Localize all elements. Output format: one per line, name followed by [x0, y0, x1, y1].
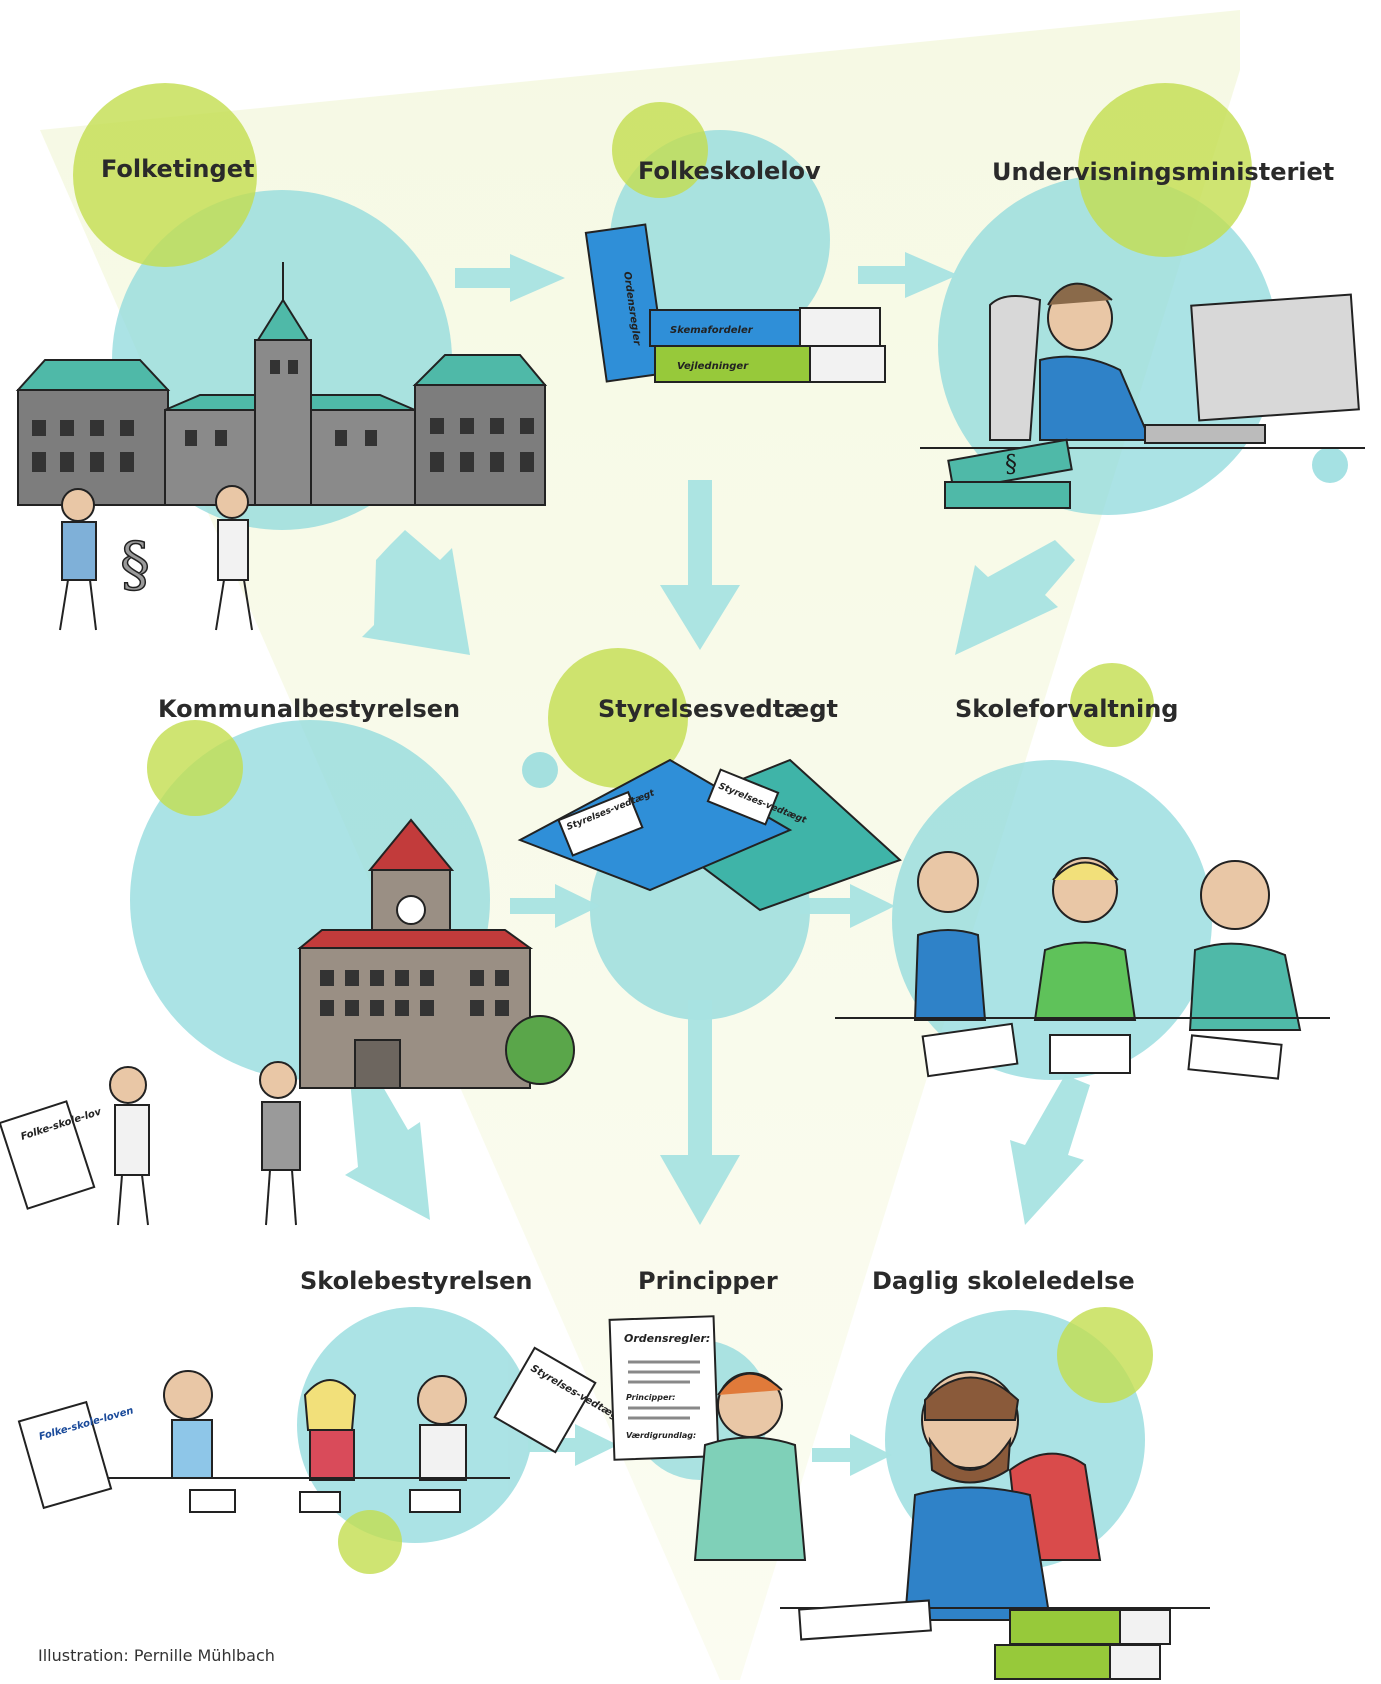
- administration-illustration: [835, 851, 1330, 1080]
- lime-circle-kommunalbestyrelsen: [147, 720, 243, 816]
- lime-circle-styrelsesvedtaegt: [548, 648, 688, 788]
- arrow-undervisningsministeriet-skoleforvaltning: [955, 540, 1075, 655]
- binder-label-vejledninger: Vejledninger: [677, 361, 749, 372]
- small-aqua-dot: [1312, 447, 1348, 483]
- node-circle-skoleforvaltning: [892, 760, 1212, 1080]
- arrow-styrelsesvedtaegt-principper: [660, 1000, 740, 1225]
- binders-illustration: [584, 223, 886, 383]
- poster-title: Ordensregler:: [624, 1332, 710, 1345]
- arrows: [345, 252, 1090, 1476]
- ministry-illustration: [920, 282, 1365, 509]
- booklets-illustration: [517, 758, 902, 912]
- node-label-kommunalbestyrelsen: Kommunalbestyrelsen: [158, 695, 461, 723]
- lime-circle-daglig-skoleledelse: [1057, 1307, 1153, 1403]
- arrow-kommunalbestyrelsen-styrelsesvedtaegt: [510, 884, 600, 928]
- lime-circle-folkeskolelov: [612, 102, 708, 198]
- arrow-folkeskolelov-styrelsesvedtaegt: [660, 480, 740, 650]
- arrow-skoleforvaltning-daglig-skoleledelse: [1010, 1075, 1090, 1225]
- arrow-kommunalbestyrelsen-skolebestyrelsen: [345, 1068, 430, 1220]
- arrow-skolebestyrelsen-principper: [528, 1424, 618, 1466]
- node-circle-skolebestyrelsen: [297, 1307, 533, 1543]
- binder-label-skemafordeler: Skemafordeler: [670, 325, 754, 336]
- paragraph-sign-book: §: [1005, 450, 1017, 478]
- node-label-undervisningsministeriet: Undervisningsministeriet: [992, 158, 1335, 186]
- arrow-folkeskolelov-undervisningsministeriet: [858, 252, 958, 298]
- lime-circles: [73, 83, 1252, 1574]
- arrow-folketinget-styrelsesvedtaegt: [362, 530, 470, 655]
- node-label-folkeskolelov: Folkeskolelov: [638, 157, 821, 185]
- small-aqua-dot: [522, 752, 558, 788]
- arrow-styrelsesvedtaegt-skoleforvaltning: [800, 884, 895, 928]
- illustration-credit: Illustration: Pernille Mühlbach: [38, 1646, 275, 1665]
- parliament-illustration: [15, 262, 548, 631]
- lime-circle-skoleforvaltning: [1070, 663, 1154, 747]
- node-label-daglig-skoleledelse: Daglig skoleledelse: [872, 1267, 1135, 1295]
- townhall-illustration: [0, 818, 575, 1226]
- node-label-skoleforvaltning: Skoleforvaltning: [955, 695, 1179, 723]
- lime-circle-undervisningsministeriet: [1078, 83, 1252, 257]
- arrow-principper-daglig-skoleledelse: [812, 1434, 892, 1476]
- node-label-skolebestyrelsen: Skolebestyrelsen: [300, 1267, 533, 1295]
- poster-labels: Ordensregler: Principper: Værdigrundlag:: [624, 1332, 710, 1440]
- node-label-principper: Principper: [638, 1267, 778, 1295]
- principles-illustration: [608, 1315, 807, 1561]
- poster-line-vaerdigrundlag: Værdigrundlag:: [626, 1431, 696, 1440]
- node-label-folketinget: Folketinget: [101, 155, 255, 183]
- principal-illustration: [780, 1371, 1210, 1680]
- arrow-folketinget-folkeskolelov: [455, 254, 565, 302]
- poster-line-principper: Principper:: [626, 1393, 676, 1402]
- lime-circle-skolebestyrelsen: [338, 1510, 402, 1574]
- lime-circle-folketinget: [73, 83, 257, 267]
- schoolboard-illustration: [17, 1346, 597, 1513]
- paragraph-sign-large: §: [120, 530, 150, 600]
- node-label-styrelsesvedtaegt: Styrelsesvedtægt: [598, 695, 838, 723]
